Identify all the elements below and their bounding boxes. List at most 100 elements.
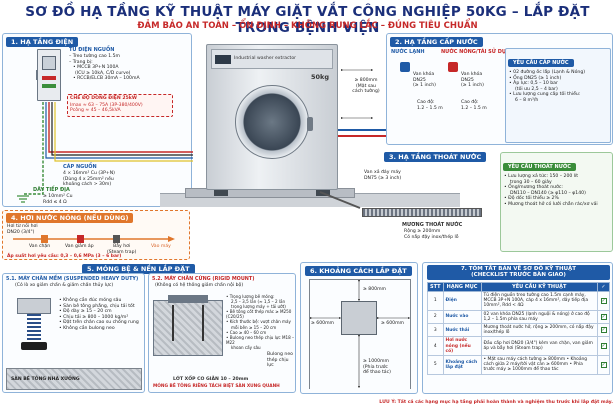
washer-machine: Industrial washer extractor 50kg [206,44,338,190]
trench-line: Có nắp đậy inox/thép lỗ [404,234,459,240]
electrical-section: 1. HẠ TẦNG ĐIỆN TỦ ĐIỆN NGUỒN – Treo tườ… [2,33,193,207]
steam-part-line: Bẫy hơi [113,244,131,249]
checkbox-icon[interactable]: ✓ [600,361,607,368]
rigid-item: Bê tông cốt thép mác ≥ M250 (C20/25) [226,309,296,319]
row-no: 1 [427,291,444,311]
water-requirements-box: YÊU CẦU CẤP NƯỚC 02 đường ốc lắp (Lạnh &… [505,48,611,143]
hot-valve-spec: Van khóa DN25 (≥ 1 inch) [461,72,497,89]
rigid-title: 5.2. MÁY CHÂN CỨNG (RIGID MOUNT) [152,276,255,282]
checklist-row: 5 Khoảng cách lắp đặt • Mặt sau máy cách… [427,355,610,375]
height-line: Cao độ: [417,100,435,105]
checkbox-icon[interactable]: ✓ [600,297,607,304]
cold-valve-spec: Van khóa DN25 (≥ 1 inch) [413,72,449,89]
drain-req-item: DN110 – DN140 (≥ φ110 – φ140) [510,190,586,196]
slab-label: MÓNG BÊ TÔNG RIÊNG TÁCH BIỆT SÀN XUNG QU… [153,384,280,389]
checklist-subtitle: (CHECKLIST TRƯỚC BÀN GIAO) [471,272,566,279]
row-item: Hơi nước nóng (nếu có) [442,336,482,357]
clearance-dimension-lines [309,279,411,389]
suspended-item: Chịu tải ≥ 800 – 1000 kg/m² [59,315,145,321]
valve-line: (≥ 1 inch) [461,83,484,89]
clearance-left: ≥ 600mm [311,321,335,326]
cable-line: khoảng cách > 30m) [63,182,112,188]
panel-line: • MCCB 3P+N 100A [73,65,119,71]
drain-req-item: Mương thoát hở có lưới chắn rác/xơ vải [504,202,609,208]
display-screen [215,55,231,64]
steam-part: Van chặn [29,244,51,249]
bolt-line: Bulong neo [267,352,293,357]
checkbox-icon[interactable]: ✓ [600,343,607,350]
machine-label: Industrial washer extractor [234,56,297,61]
clearance-line: cách tường) [352,89,380,95]
rigid-item: Cao ≥ 40 – 60 cm [226,330,296,335]
water-req-item: Áp lực: 0,5 – 10 bar [509,81,607,87]
steam-part: Van giảm áp [65,244,94,249]
suspended-item: Đặt trên chân cao su chống rung [59,320,145,326]
drainage-header: 3. HẠ TẦNG THOÁT NƯỚC [384,152,487,162]
rigid-item: khoan cấy sâu [231,344,261,350]
col-stt: STT [427,282,444,292]
rigid-item: Trọng lượng bê móng: [226,294,296,299]
foundation-block [153,295,223,356]
ground-title: DÂY TIẾP ĐỊA [33,187,70,193]
clearance-front-line: để thao tác) [363,370,391,376]
hot-height: Cao độ: 1.2 – 1.5 m [461,100,501,111]
machine-topview [341,301,377,335]
row-req: Mương thoát nước hở, rộng ≥ 200mm, có nắ… [480,323,599,338]
grout-label: LỚT XỐP CO GIÃN 10 – 20mm [173,377,249,382]
clearance-header: 6. KHOẢNG CÁCH LẮP ĐẶT [305,266,412,276]
checklist-row: 1 Điện Tủ điện nguồn treo tường cao 1.5m… [427,291,610,311]
trench-title: MƯƠNG THOÁT NƯỚC [402,222,463,228]
row-no: 5 [427,355,444,375]
cold-valve-icon [400,62,410,72]
ground-line: ≥ 10mm² Cu [43,194,73,199]
load-box: CHẾ ĐỘ DÒNG ĐIỆN 25kW Imax ≈ 63 – 75A (3… [67,94,173,117]
row-req: 02 van khóa DN25 (lạnh nguội & nóng) ở c… [480,309,599,325]
col-check: ✓ [597,282,610,292]
checkbox-icon[interactable]: ✓ [600,327,607,334]
steam-header: 4. HƠI NƯỚC NÓNG (NẾU DÙNG) [6,213,134,223]
row-req: Đầu cấp hơi DN20 (3/4") kèm van chặn, va… [480,336,599,357]
checkbox-icon[interactable]: ✓ [600,313,607,320]
ground-line: Rdd ≤ 4 Ω [43,199,67,205]
checklist-title: 7. TÓM TẮT BẢN VẼ SƠ ĐỒ KỸ THUẬT [460,266,577,272]
panel-line: – Treo tường cao 1.5m [69,54,120,59]
footer-note: LƯU Ý: Tất cả các hạng mục hạ tầng phải … [379,400,613,405]
control-panel: Industrial washer extractor [211,49,333,69]
clearance-line: ≥ 800mm [354,78,378,83]
drain-req-item: trong 30 – 60 giây [510,179,552,185]
suspended-list: Không cần đúc móng sâu Sàn bê tông phẳng… [59,298,145,332]
row-item: Nước thải [442,323,482,338]
drainage-requirements-box: YÊU CẦU THOÁT NƯỚC Lưu lượng xả tức: 150… [500,152,613,252]
cable-line: (Dùng 4 x 25mm² nếu [63,176,114,182]
checklist-row: 3 Nước thải Mương thoát nước hở, rộng ≥ … [427,323,610,338]
rigid-item: mỗi bên ≥ 15 – 20 cm [231,324,277,330]
water-req-item: 6 – 8 m³/h [515,97,539,103]
panel-line: (ICU ≥ 10kA, C/D curve) [75,70,131,76]
clearance-back: ≥ 800mm [363,287,387,292]
water-req-item: (tối ưu 2,5 – 4 bar) [515,86,558,92]
rigid-item: Kích thước bệ: vượt chân máy [226,319,296,324]
drain-req-item: Ống/mương thoát nước: [504,185,609,191]
row-item: Nước vào [442,309,482,325]
drain-trench [362,208,482,217]
row-no: 3 [427,323,444,338]
rigid-note: (Không có hệ thống giảm chấn nội bộ) [155,283,244,288]
steam-pipe [13,235,175,243]
drain-req-item: Độ dốc tối thiểu ≥ 2% [504,196,609,202]
suspended-title: 5.1. MÁY CHÂN MỀM (SUSPENDED HEAVY DUTY) [6,276,139,282]
checklist-table: STT HẠNG MỤC YÊU CẦU KỸ THUẬT ✓ 1 Điện T… [427,282,610,375]
steam-inlet-line: Hơi từ nồi hơi [7,224,38,229]
electrical-header: 1. HẠ TẦNG ĐIỆN [6,37,79,47]
load-title: CHẾ ĐỘ DÒNG ĐIỆN 25kW [70,96,137,101]
valve-line: DN25 [413,77,426,83]
panel-line: – Trang bị: [69,59,93,65]
bolt-line: thép chịu [267,357,289,363]
hot-water-label: NƯỚC NÓNG/TÁI SỬ DỤNG [441,49,515,55]
panel-line: • RCCB/ELCB 30mA – 100mA [73,76,140,82]
checklist-section: 7. TÓM TẮT BẢN VẼ SƠ ĐỒ KỸ THUẬT (CHECKL… [422,262,613,394]
steam-section: 4. HƠI NƯỚC NÓNG (NẾU DÙNG) Hơi từ nồi h… [2,210,190,260]
row-item: Điện [442,291,482,311]
drain-req-title: YÊU CẦU THOÁT NƯỚC [503,163,576,171]
water-req-item: 02 đường ốc lắp (Lạnh & Nóng) [509,70,607,76]
valve-line: Van khóa [461,72,483,77]
